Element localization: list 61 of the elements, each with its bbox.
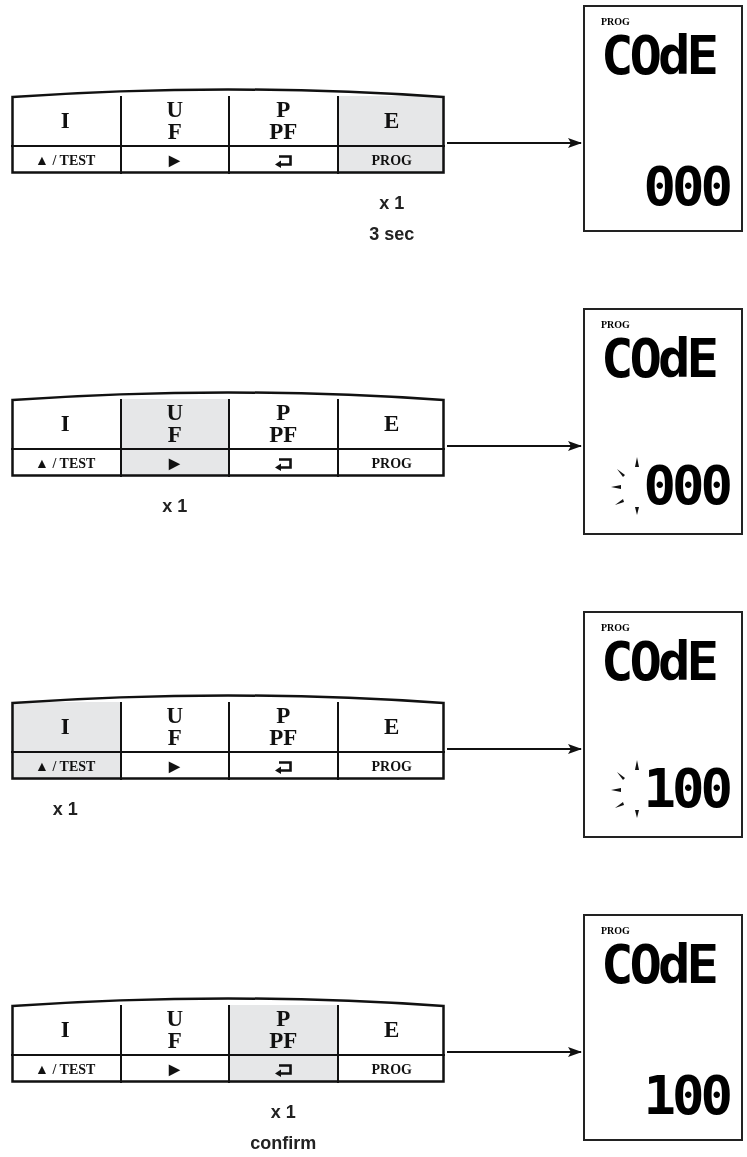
key-function-label: PROG (371, 759, 412, 774)
arrow (446, 441, 582, 451)
key-label: P PF (269, 98, 298, 143)
key-function-label: PROG (371, 153, 412, 168)
key (228, 399, 337, 477)
lcd-display (583, 5, 743, 232)
display-readout: 000 (643, 160, 729, 214)
display-readout: COdE (601, 29, 716, 83)
key-function-label: ▲ / TEST (35, 456, 96, 471)
key-function-label: ▶ (169, 153, 181, 168)
display-readout: COdE (601, 332, 716, 386)
display-readout: COdE (601, 635, 716, 689)
arrow (446, 744, 582, 754)
key-label: P PF (269, 401, 298, 446)
display-readout: 100 (643, 762, 729, 816)
lcd-display (583, 308, 743, 535)
key (336, 399, 445, 477)
key (336, 1005, 445, 1083)
key-label: E (384, 715, 400, 738)
lcd-display (583, 611, 743, 838)
press-note: confirm (250, 1132, 317, 1155)
press-note: 3 sec (369, 223, 415, 246)
press-note: x 1 (52, 798, 78, 821)
key-label: I (60, 715, 70, 738)
display-readout: 000 (643, 459, 729, 513)
key-label: I (60, 412, 70, 435)
key-function-label: ▲ / TEST (35, 759, 96, 774)
key-function-label: ▶ (169, 1062, 181, 1077)
mode-indicator: PROG (601, 320, 630, 330)
display-readout: COdE (601, 938, 716, 992)
key-function-label: PROG (371, 1062, 412, 1077)
key-function-label: ▲ / TEST (35, 153, 96, 168)
key-label: P PF (269, 704, 298, 749)
press-note: x 1 (270, 1101, 296, 1124)
key-label: U F (166, 401, 184, 446)
key-label: U F (166, 704, 184, 749)
mode-indicator: PROG (601, 17, 630, 27)
key-label: I (60, 109, 70, 132)
key-function-label: ▶ (169, 759, 181, 774)
key-function-label: ▶ (169, 456, 181, 471)
key-label: I (60, 1018, 70, 1041)
arrow (446, 138, 582, 148)
arrow (446, 1047, 582, 1057)
key (228, 702, 337, 780)
mode-indicator: PROG (601, 926, 630, 936)
key-label: E (384, 412, 400, 435)
press-note: x 1 (162, 495, 188, 518)
key-function-label: PROG (371, 456, 412, 471)
mode-indicator: PROG (601, 623, 630, 633)
press-note: x 1 (379, 192, 405, 215)
display-readout: 100 (643, 1069, 729, 1123)
key (119, 96, 228, 174)
key (336, 702, 445, 780)
key-label: U F (166, 1007, 184, 1052)
key-function-label: ▲ / TEST (35, 1062, 96, 1077)
key (119, 702, 228, 780)
key-label: E (384, 1018, 400, 1041)
key-label: P PF (269, 1007, 298, 1052)
key-label: E (384, 109, 400, 132)
lcd-display (583, 914, 743, 1141)
key-label: U F (166, 98, 184, 143)
